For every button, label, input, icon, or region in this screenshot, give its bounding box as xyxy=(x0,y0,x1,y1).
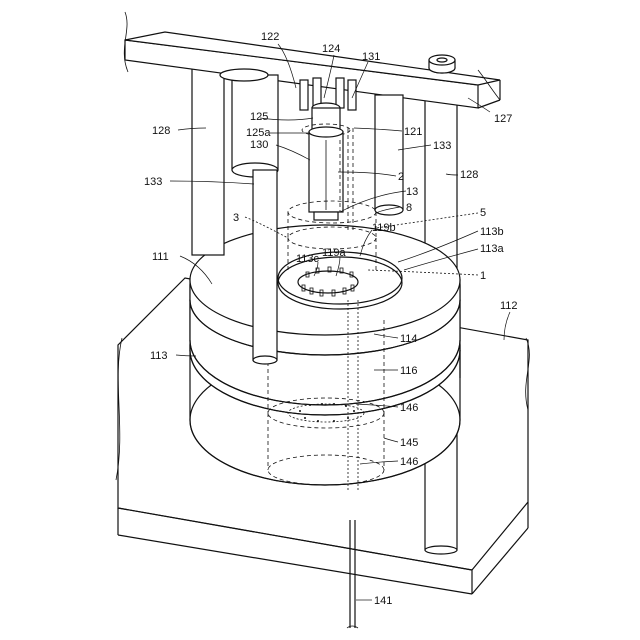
label-131: 131 xyxy=(362,51,380,63)
label-122: 122 xyxy=(261,31,279,43)
label-127: 127 xyxy=(494,113,512,125)
label-116: 116 xyxy=(400,365,418,377)
die-plate xyxy=(190,225,460,355)
label-8: 8 xyxy=(406,202,412,214)
label-113: 113 xyxy=(150,350,168,362)
label-146-upper: 146 xyxy=(400,402,418,414)
label-3: 3 xyxy=(233,212,239,224)
label-114: 114 xyxy=(400,333,418,345)
label-145: 145 xyxy=(400,437,418,449)
label-141: 141 xyxy=(374,595,392,607)
label-128-right: 128 xyxy=(460,169,478,181)
label-112: 112 xyxy=(500,300,518,312)
punch-assembly xyxy=(300,78,356,230)
label-113a: 113a xyxy=(480,243,505,255)
label-113c: 113c xyxy=(296,253,320,265)
top-plate xyxy=(124,12,500,108)
label-119b: 119b xyxy=(372,222,396,234)
label-133-right: 133 xyxy=(433,140,451,152)
pusher-cylinder-right xyxy=(375,95,403,215)
label-146-lower: 146 xyxy=(400,456,418,468)
label-124: 124 xyxy=(322,43,340,55)
label-119a: 119a xyxy=(322,247,347,259)
label-111: 111 xyxy=(152,251,169,263)
label-130: 130 xyxy=(250,139,268,151)
label-13: 13 xyxy=(406,186,418,198)
label-125a: 125a xyxy=(246,127,271,139)
label-121: 121 xyxy=(404,126,422,138)
label-133-left: 133 xyxy=(144,176,162,188)
label-128-left: 128 xyxy=(152,125,170,137)
label-2: 2 xyxy=(398,171,404,183)
label-1: 1 xyxy=(480,270,486,282)
label-125: 125 xyxy=(250,111,268,123)
label-113b: 113b xyxy=(480,226,504,238)
label-5: 5 xyxy=(480,207,486,219)
guide-column-left xyxy=(192,55,224,255)
